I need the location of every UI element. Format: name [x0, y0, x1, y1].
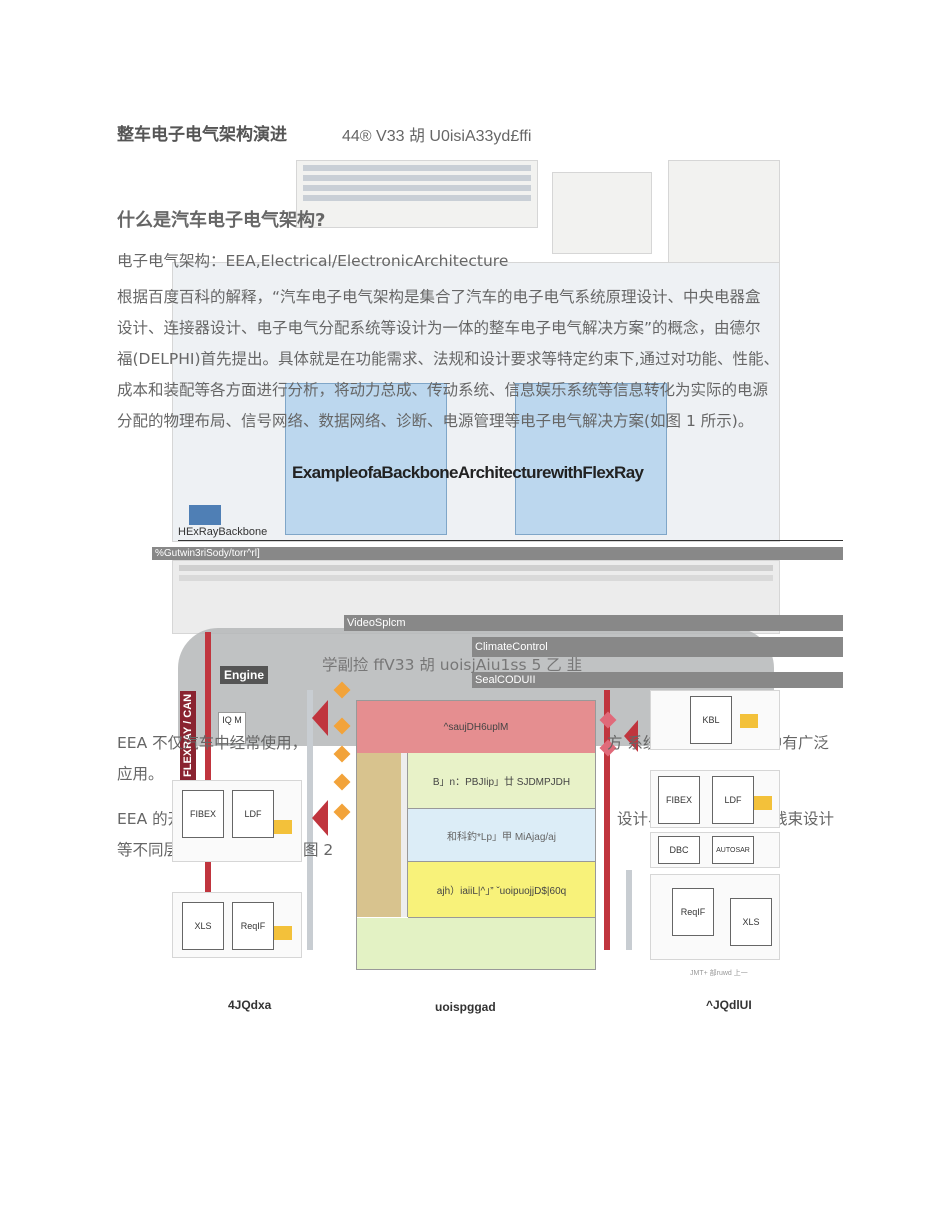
paragraph-1: 根据百度百科的解释，“汽车电子电气架构是集合了汽车的电子电气系统原理设计、中央电… — [117, 282, 857, 437]
caption-right: ^JQdlUI — [706, 998, 752, 1012]
figure2-diagram: ^saujDH6uplM B」n：PBJIip」廿 SJDMPJDH 和科釣*L… — [356, 700, 596, 970]
figure1-heading: ExampleofaBackboneArchitecturewithFlexRa… — [292, 463, 644, 482]
layer-row-1-label: B」n：PBJIip」廿 SJDMPJDH — [432, 777, 571, 788]
paragraph-2-start: EEA 不仅汽车中经常使用， — [117, 734, 308, 752]
red-bus-right — [604, 690, 610, 950]
grey-bus-right — [626, 870, 632, 950]
paragraph-1-line: 设计、连接器设计、电子电气分配系统等设计为一体的整车电子电气解决方案”的概念，由… — [117, 319, 761, 337]
caption-center: uoispggad — [435, 1000, 496, 1014]
grey-bus-left — [307, 690, 313, 950]
layer-row-2: 和科釣*Lp」甲 MiAjag/aj — [408, 809, 595, 862]
doc-icon-dbc: DBC — [658, 836, 700, 864]
layer-side — [357, 753, 402, 917]
section-heading: 什么是汽车电子电气架构? — [117, 210, 326, 231]
doc-icon-reqif-left: ReqIF — [232, 902, 274, 950]
box-small-blue — [189, 505, 221, 525]
title-code: 44® V33 胡 U0isiA33yd£ffi — [342, 128, 532, 145]
doc-tag — [754, 796, 772, 810]
paragraph-2-line-2: 应用。 — [117, 765, 164, 783]
arrow-left-2 — [312, 800, 328, 836]
doc-icon-kbl: KBL — [690, 696, 732, 744]
iq-label: IQ M — [218, 712, 246, 744]
paragraph-1-line: 成本和装配等各方面进行分析，将动力总成、传动系统、信息娱乐系统等信息转化为实际的… — [117, 381, 769, 399]
screenshot-top-left — [296, 160, 538, 228]
screenshot-top-right — [668, 160, 780, 268]
layer-bottom — [357, 918, 595, 969]
doc-icon-fibex-left: FIBEX — [182, 790, 224, 838]
overlay-code: 学副捡 ffV33 胡 uoisjAiu1ss 5 乙 韭 — [322, 656, 583, 674]
layer-row-1: B」n：PBJIip」廿 SJDMPJDH — [408, 753, 595, 809]
layer-side-divider — [401, 753, 408, 917]
paragraph-1-line: 福(DELPHI)首先提出。具体就是在功能需求、法规和设计要求等特定约束下,通过… — [117, 350, 779, 368]
screenshot-middle-wide — [172, 262, 780, 542]
doc-tag — [740, 714, 758, 728]
layer-row-3-label: ajh）iaiiL|^」” ˇuoipuojjD$|60q — [436, 886, 567, 897]
screenshot-top-center — [552, 172, 652, 254]
doc-icon-ldf-right: LDF — [712, 776, 754, 824]
caption-left: 4JQdxa — [228, 998, 272, 1012]
caption-tiny: JMT+ 部ruwd 上一 — [690, 970, 748, 977]
doc-icon-xls-left: XLS — [182, 902, 224, 950]
arrow-right-1 — [624, 720, 638, 752]
layer-top-label: ^saujDH6uplM — [443, 721, 509, 733]
gateway-bar: %Gutwin3riSody/torr^rl] — [152, 547, 843, 560]
doc-icon-ldf-left: LDF — [232, 790, 274, 838]
box-blue-right — [515, 383, 667, 535]
layer-row-2-label: 和科釣*Lp」甲 MiAjag/aj — [447, 831, 556, 843]
layer-top: ^saujDH6uplM — [357, 701, 595, 754]
arrow-left-1 — [312, 700, 328, 736]
page-title: 整车电子电气架构演进 — [117, 125, 287, 145]
paragraph-1-line: 分配的物理布局、信号网络、数据网络、诊断、电源管理等电子电气解决方案(如图 1 … — [117, 412, 754, 430]
doc-icon-reqif-right: ReqIF — [672, 888, 714, 936]
doc-icon-fibex-right: FIBEX — [658, 776, 700, 824]
definition-line: 电子电气架构：EEA,Electrical/ElectronicArchitec… — [117, 252, 509, 270]
layer-row-3: ajh）iaiiL|^」” ˇuoipuojjD$|60q — [408, 862, 595, 918]
doc-icon-autosar: AUTOSAR — [712, 836, 754, 864]
backbone-line — [178, 540, 843, 541]
engine-label: Engine — [220, 666, 269, 684]
doc-tag — [274, 926, 292, 940]
box-blue-left — [285, 383, 447, 535]
backbone-label: HExRayBackbone — [178, 526, 268, 538]
doc-tag — [274, 820, 292, 834]
climate-bar: ClimateControl — [472, 637, 843, 657]
paragraph-1-line: 根据百度百科的解释，“汽车电子电气架构是集合了汽车的电子电气系统原理设计、中央电… — [117, 288, 761, 306]
video-bar: VideoSplcm — [344, 615, 843, 631]
seat-bar: SealCODUII — [472, 672, 843, 688]
doc-icon-xls-right: XLS — [730, 898, 772, 946]
